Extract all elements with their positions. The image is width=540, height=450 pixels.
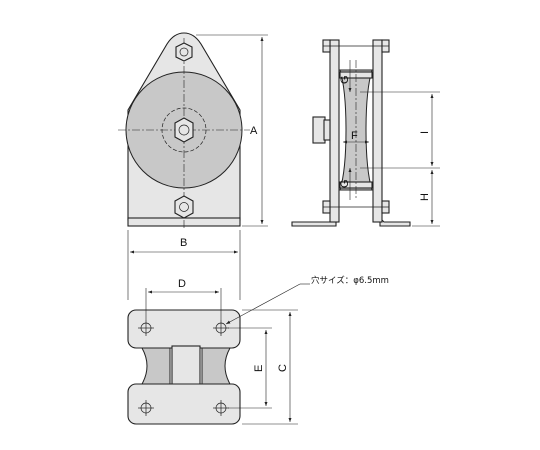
label-D: D — [178, 278, 186, 290]
axle-bolt-head — [312, 116, 326, 144]
side-plate-left — [329, 39, 340, 223]
label-G-bottom: G — [339, 179, 351, 188]
center-nut-icon — [174, 117, 194, 143]
hole-size-note: 穴サイズ：φ6.5mm — [311, 275, 389, 286]
dimension-I: I — [360, 91, 440, 169]
label-F: F — [351, 130, 358, 142]
dimension-G-bottom: G — [339, 168, 352, 200]
hole-size-callout: 穴サイズ：φ6.5mm — [225, 275, 389, 325]
side-plate-right — [372, 39, 383, 223]
top-nut-icon — [175, 42, 193, 62]
bottom-plate — [127, 383, 241, 425]
label-G-top: G — [339, 75, 351, 84]
dimension-F: F — [343, 130, 369, 144]
sheave-hub — [171, 345, 201, 389]
dimension-H: H — [412, 170, 440, 227]
label-B: B — [180, 237, 187, 249]
dimension-E: E — [228, 327, 272, 409]
dimension-C: C — [242, 309, 298, 425]
dimension-B: B — [127, 230, 241, 300]
dimension-G-top: G — [339, 60, 352, 92]
label-H: H — [419, 193, 431, 201]
bottom-nut-icon — [174, 195, 194, 219]
label-I: I — [419, 131, 431, 134]
top-view — [127, 309, 241, 425]
label-E: E — [253, 365, 265, 372]
front-view — [118, 32, 250, 228]
label-C: C — [277, 364, 289, 372]
dimension-A: A — [196, 34, 268, 227]
dimension-D: D — [145, 278, 222, 320]
side-view — [291, 39, 411, 227]
top-plate — [127, 309, 241, 349]
label-A: A — [250, 125, 258, 137]
